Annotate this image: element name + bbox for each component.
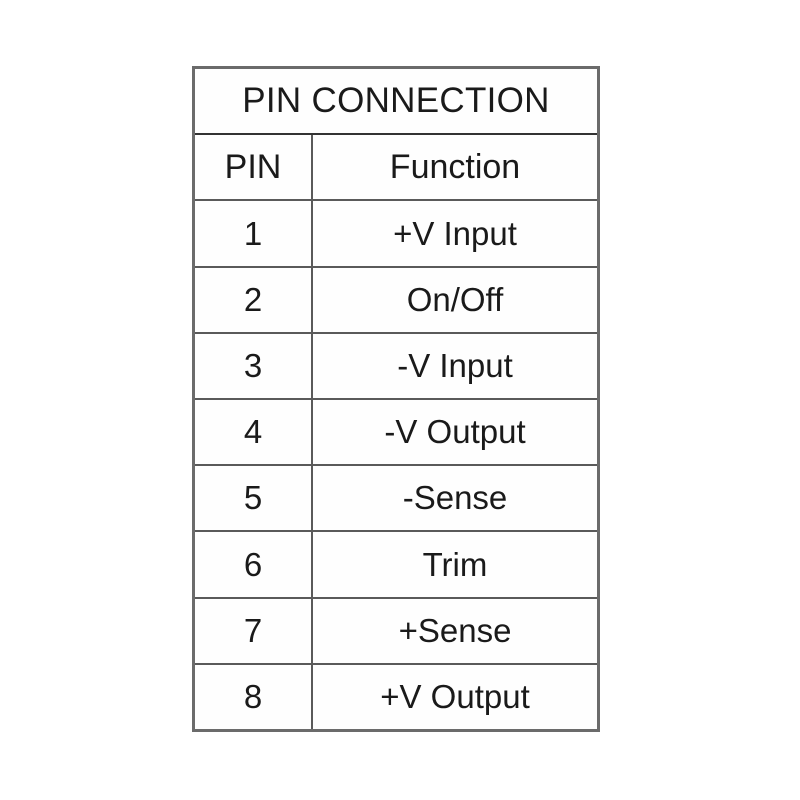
cell-function: -V Output [384,413,526,451]
cell-function: -V Input [397,346,513,384]
column-header-function: Function [389,147,521,186]
column-header-pin: PIN [195,135,313,200]
cell-function: Trim [422,545,488,583]
table-row: 5 -Sense [195,466,597,533]
cell-pin: 8 [195,664,313,730]
cell-pin: 1 [195,201,313,266]
cell-pin: 7 [195,598,313,663]
table-title: PIN CONNECTION [242,81,550,121]
table-row: 4 -V Output [195,400,597,467]
cell-function: +Sense [398,611,512,649]
table-title-row: PIN CONNECTION [195,69,597,136]
cell-pin: 3 [195,333,313,399]
pin-connection-table: PIN CONNECTION PIN Function 1 +V Input 2… [192,66,600,732]
cell-pin: 2 [195,267,313,332]
table-row: 3 -V Input [195,333,597,401]
cell-function: +V Output [380,677,530,715]
cell-pin: 4 [195,400,313,465]
table-row: 7 +Sense [195,598,597,665]
table-row: 1 +V Input [195,201,597,268]
table-header-row: PIN Function [195,135,597,202]
cell-pin: 6 [195,532,313,597]
table-row: 2 On/Off [195,267,597,334]
cell-pin: 5 [195,466,313,531]
cell-function: On/Off [406,280,504,318]
cell-function: -Sense [402,479,508,517]
cell-function: +V Input [393,214,517,252]
table-row: 8 +V Output [195,664,597,730]
table-row: 6 Trim [195,532,597,599]
